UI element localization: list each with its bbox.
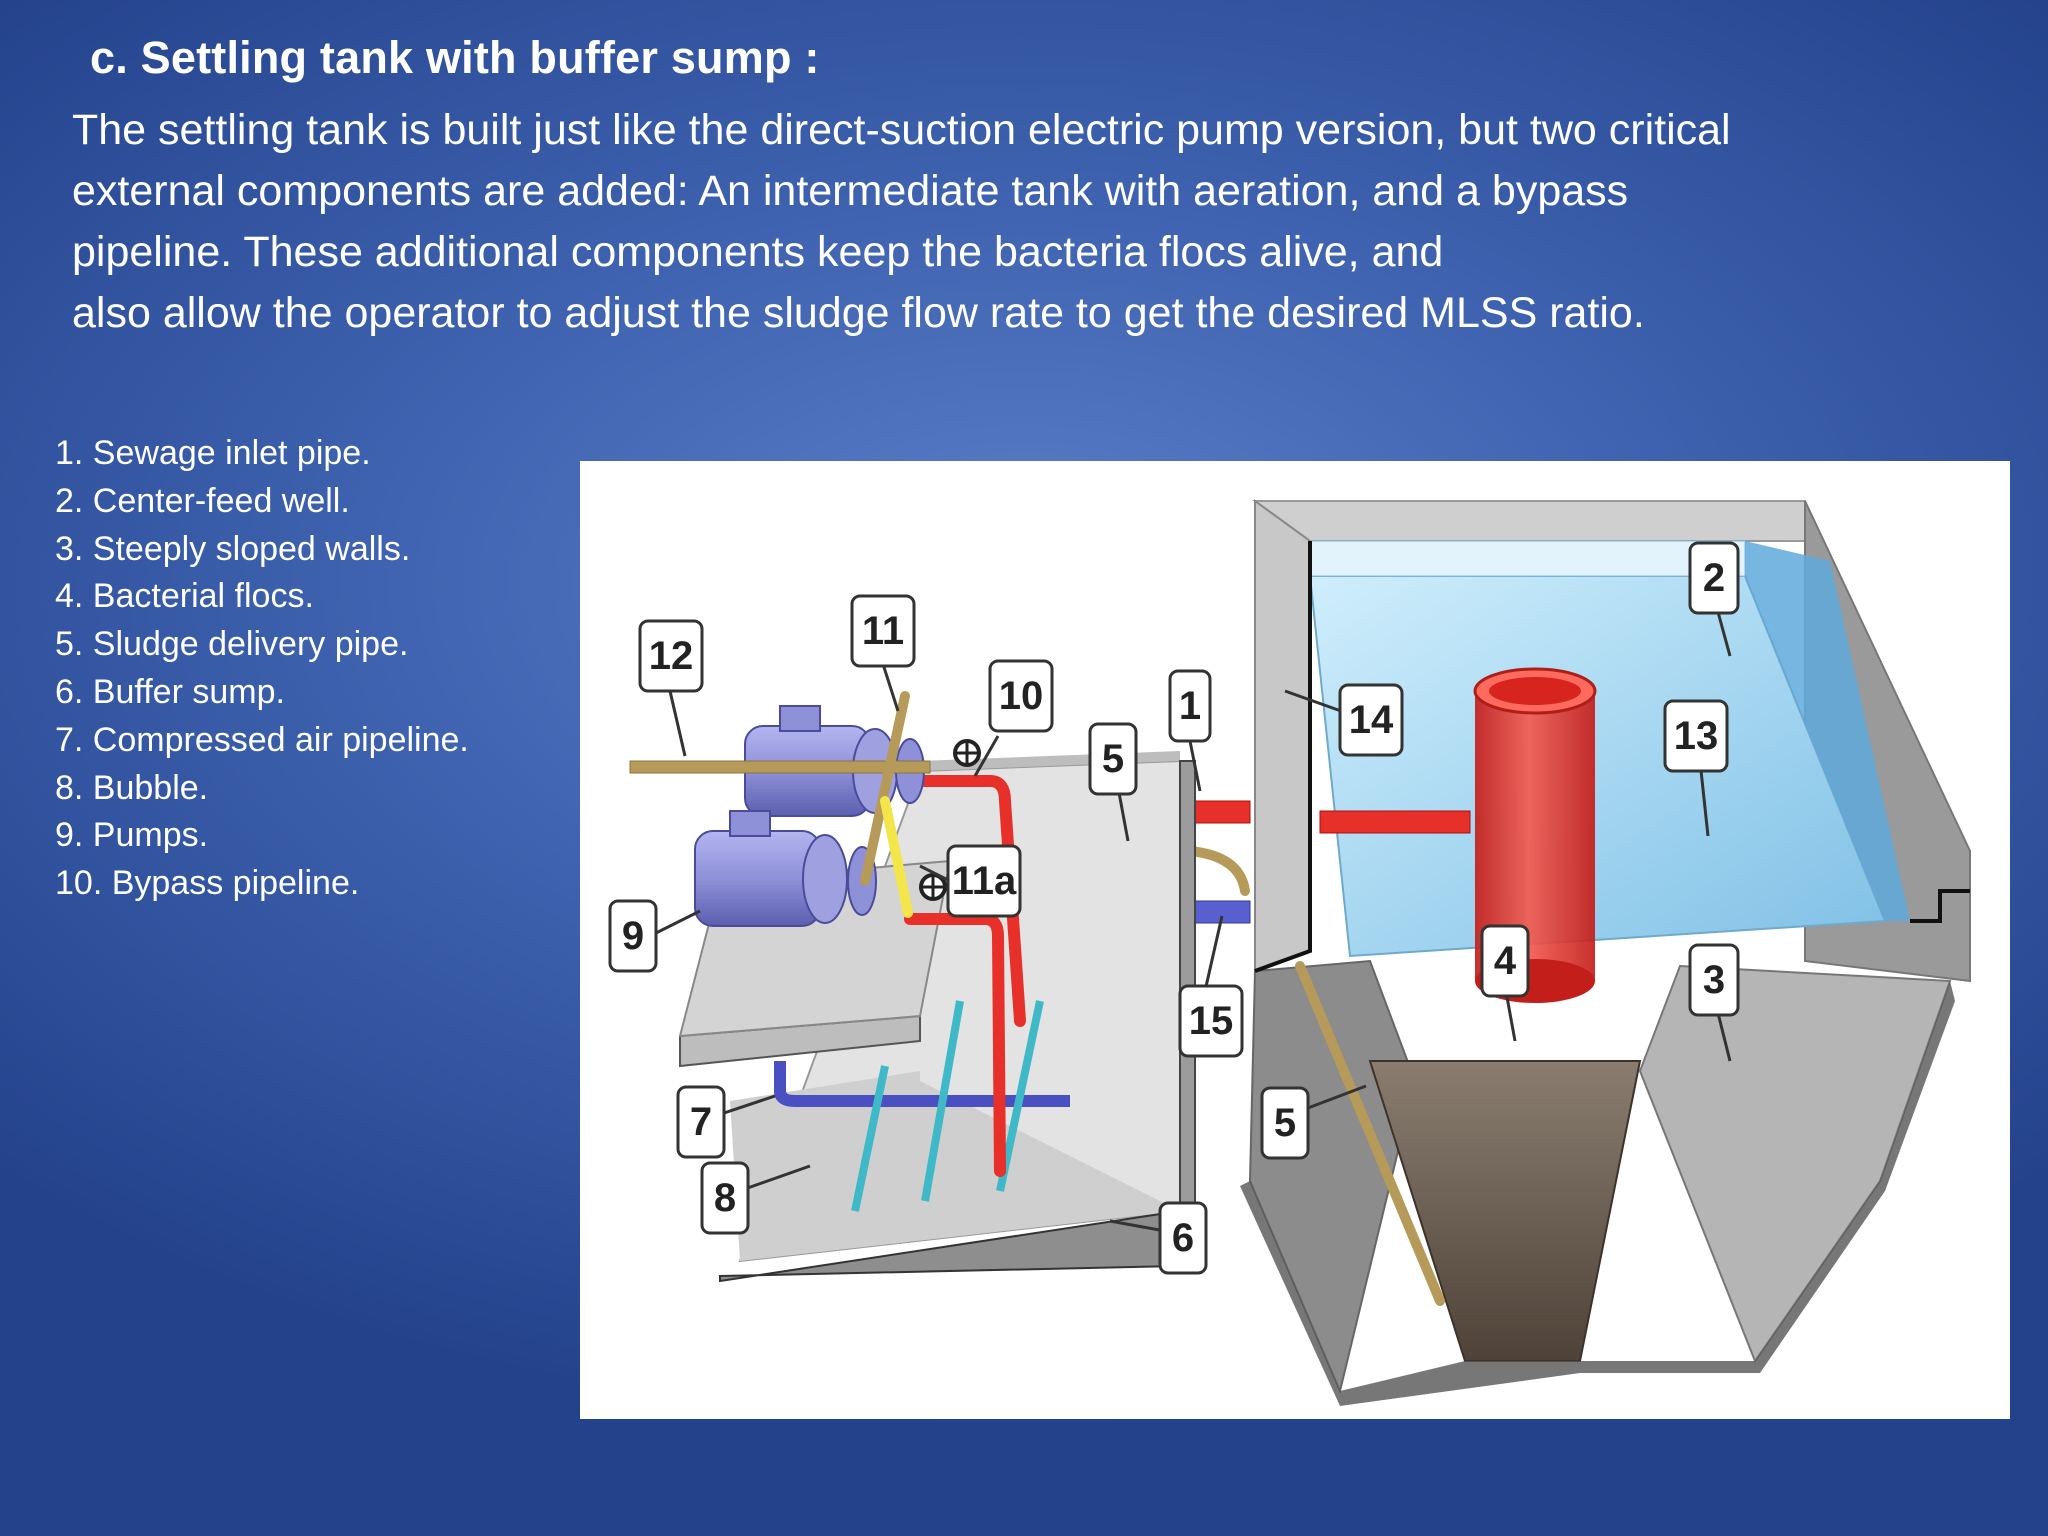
tank-inner-outline <box>1254 541 1312 973</box>
callout-14: 14 <box>1284 683 1404 757</box>
callout-13: 13 <box>1663 699 1729 837</box>
svg-text:3: 3 <box>1703 958 1725 1002</box>
sludge-delivery-pipe-inner <box>1295 961 1445 1306</box>
legend-item: 1. Sewage inlet pipe. <box>55 434 371 472</box>
legend-item: 9. Pumps. <box>55 816 209 855</box>
slide-heading: c. Settling tank with buffer sump : <box>90 32 820 83</box>
svg-text:15: 15 <box>1189 999 1234 1043</box>
callout-8: 8 <box>700 1161 811 1235</box>
tank-back-wall-top <box>1251 500 1806 542</box>
callout-4: 4 <box>1480 924 1530 1042</box>
svg-text:8: 8 <box>714 1176 736 1220</box>
settling-tank <box>1240 499 1971 1406</box>
bubble-stream <box>851 1065 889 1212</box>
water-right-face <box>1745 541 1910 921</box>
water-back <box>1309 540 1746 577</box>
svg-text:4: 4 <box>1494 939 1517 983</box>
svg-text:6: 6 <box>1172 1216 1194 1260</box>
intro-line: pipeline. These additional components ke… <box>72 228 1444 276</box>
legend-item: 4. Bacterial flocs. <box>55 577 314 616</box>
compressed-air-pipeline <box>774 1061 1070 1107</box>
tank-left-wall <box>1254 499 1311 973</box>
svg-text:5: 5 <box>1274 1101 1296 1145</box>
center-well-opening <box>1489 677 1581 705</box>
legend-item: 10. Bypass pipeline. <box>55 864 360 903</box>
callout-7: 7 <box>676 1085 776 1159</box>
legend-item: 8. Bubble. <box>55 768 209 807</box>
bypass-valve <box>919 873 947 901</box>
delivery-pipe <box>860 691 910 886</box>
svg-text:9: 9 <box>622 914 644 958</box>
intro-line: also allow the operator to adjust the sl… <box>72 289 1645 337</box>
suction-pipe <box>629 760 931 774</box>
callout-6: 6 <box>1109 1201 1208 1275</box>
svg-text:2: 2 <box>1703 556 1725 600</box>
sludge-hopper <box>1368 1060 1642 1362</box>
callout-2: 2 <box>1688 541 1740 657</box>
component-legend: 1. Sewage inlet pipe. 2. Center-feed wel… <box>55 430 469 908</box>
bubble-streams <box>851 1000 1044 1212</box>
legend-item: 3. Steeply sloped walls. <box>55 529 411 568</box>
callout-10: 10 <box>973 659 1054 777</box>
intro-paragraph: The settling tank is built just like the… <box>72 100 2012 344</box>
bypass-valve <box>953 739 981 767</box>
inlet-pipe-inner <box>1319 810 1471 834</box>
legend-item: 6. Buffer sump. <box>55 672 285 711</box>
svg-text:11: 11 <box>862 609 904 653</box>
bypass-pipeline <box>904 775 1026 1027</box>
svg-text:14: 14 <box>1349 698 1394 742</box>
callout-12: 12 <box>638 619 704 757</box>
svg-text:5: 5 <box>1102 737 1124 781</box>
svg-text:12: 12 <box>649 634 694 678</box>
tank-right-outline <box>1910 889 1970 923</box>
settling-tank-diagram: 1 2 3 4 5 5 6 <box>580 461 2010 1419</box>
callout-1: 1 <box>1168 669 1212 792</box>
svg-text:1: 1 <box>1179 684 1201 728</box>
callout-5-upper: 5 <box>1088 722 1138 842</box>
intro-line: external components are added: An interm… <box>72 167 1629 215</box>
svg-text:10: 10 <box>999 674 1044 718</box>
sump-floor <box>730 1071 1180 1261</box>
svg-text:7: 7 <box>690 1100 712 1144</box>
svg-text:11a: 11a <box>952 859 1017 903</box>
callout-15: 15 <box>1178 915 1244 1058</box>
legend-item: 5. Sludge delivery pipe. <box>55 625 409 664</box>
callout-11: 11 <box>850 594 916 712</box>
svg-text:13: 13 <box>1674 714 1719 758</box>
callout-5-lower: 5 <box>1260 1084 1367 1160</box>
sewage-inlet-pipe <box>1189 800 1251 824</box>
delivery-pipe-yellow <box>880 796 913 918</box>
sloped-wall-right <box>1638 964 1952 1364</box>
callout-11a: 11a <box>919 844 1022 918</box>
legend-item: 7. Compressed air pipeline. <box>55 720 469 759</box>
pump-lower <box>694 810 877 927</box>
bubble-stream <box>996 1000 1044 1192</box>
intro-line: The settling tank is built just like the… <box>72 106 1731 154</box>
callout-9: 9 <box>608 899 701 973</box>
bypass-pipeline-lower <box>904 913 1006 1177</box>
callout-3: 3 <box>1688 943 1740 1062</box>
diagram-canvas: 1 2 3 4 5 5 6 <box>608 499 1971 1406</box>
legend-item: 2. Center-feed well. <box>55 481 350 520</box>
bubble-stream <box>921 1000 964 1202</box>
